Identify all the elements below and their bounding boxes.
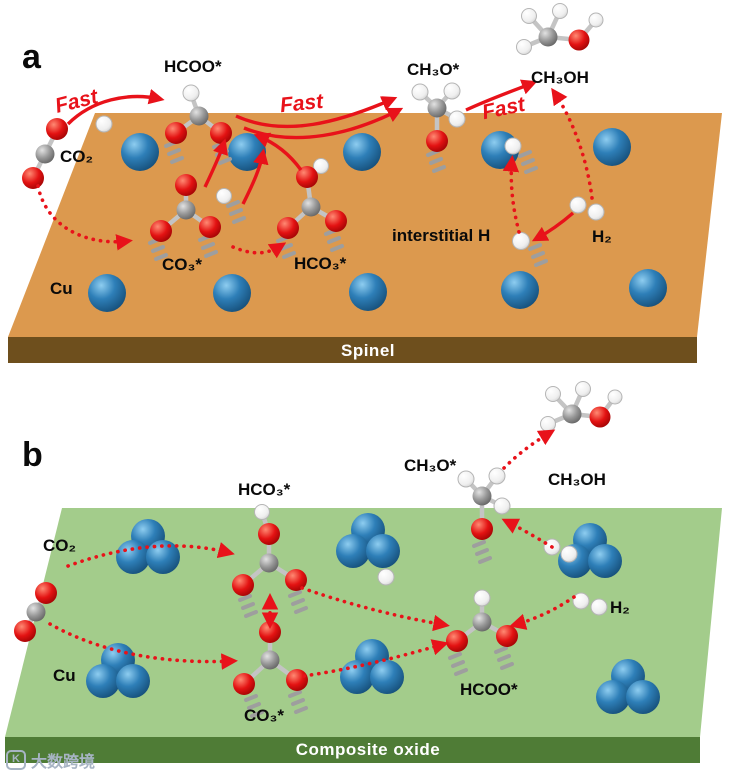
h-adatom-b1 bbox=[377, 568, 395, 586]
h2-molecule-b1 bbox=[543, 538, 578, 563]
arrow-co2-to-hco3-dotted bbox=[66, 542, 235, 568]
co2-molecule-a bbox=[22, 118, 68, 189]
ch3o-molecule-b bbox=[457, 467, 511, 564]
arrow-co2-to-co3-dotted bbox=[48, 622, 238, 670]
label-composite-oxide: Composite oxide bbox=[295, 740, 441, 759]
label-ch3oh-b: CH₃OH bbox=[548, 470, 606, 489]
label-cu-a: Cu bbox=[50, 279, 73, 298]
label-cu-b: Cu bbox=[53, 666, 76, 685]
arrow-interstitial-h-up-dotted bbox=[502, 155, 521, 234]
cu-cluster bbox=[596, 659, 660, 714]
panel-b-letter: b bbox=[22, 436, 43, 474]
panel-a-letter: a bbox=[22, 38, 41, 76]
label-co2-b: CO₂ bbox=[43, 536, 77, 555]
h-adatom-a3 bbox=[504, 137, 538, 174]
label-hco3-a: HCO₃* bbox=[294, 254, 347, 273]
label-hcoo-a: HCOO* bbox=[164, 57, 222, 76]
cu-atoms-a bbox=[88, 128, 667, 312]
reaction-arrows-b bbox=[48, 429, 576, 678]
h-adatom-a2 bbox=[216, 188, 246, 224]
arrow-co3-to-hcoo-1 bbox=[203, 138, 228, 188]
label-h2-a: H₂ bbox=[592, 227, 612, 246]
reaction-arrows-a bbox=[36, 79, 594, 259]
arrow-h2-to-ch3o-dotted bbox=[501, 518, 554, 549]
co3-molecule-b bbox=[233, 621, 308, 718]
label-h2-b: H₂ bbox=[610, 598, 630, 617]
interstitial-h-atom-a bbox=[512, 232, 548, 267]
label-ch3o-b: CH₃O* bbox=[404, 456, 457, 475]
arrow-hcoo-to-ch3o-1 bbox=[235, 96, 398, 129]
arrow-co2-to-hcoo bbox=[66, 89, 165, 126]
arrow-co3-to-hco3-dotted bbox=[231, 242, 287, 259]
co2-molecule-b bbox=[14, 582, 57, 642]
arrow-h2-to-ch3oh-dotted bbox=[551, 87, 594, 200]
cu-cluster bbox=[116, 519, 180, 574]
spinel-slab-top bbox=[8, 113, 722, 337]
h-adatom-a1 bbox=[95, 115, 113, 133]
ch3oh-molecule-a bbox=[516, 3, 604, 55]
label-ch3o-a: CH₃O* bbox=[407, 60, 460, 79]
arrow-co2-to-co3-dotted bbox=[36, 184, 133, 251]
hco3-molecule-b bbox=[232, 504, 308, 618]
spinel-slab-front bbox=[8, 337, 697, 363]
composite-slab-top bbox=[5, 508, 722, 737]
arrow-ch3o-to-ch3oh bbox=[465, 79, 538, 112]
hcoo-molecule-b bbox=[446, 589, 518, 676]
arrow-h2-to-hcoo-dotted bbox=[509, 595, 576, 630]
label-hco3-b: HCO₃* bbox=[238, 480, 291, 499]
panel-a-scene bbox=[8, 3, 722, 363]
watermark: K 大数跨境 bbox=[6, 748, 95, 772]
label-co3-b: CO₃* bbox=[244, 706, 284, 725]
arrow-co3-to-hcoo-dotted bbox=[302, 639, 449, 678]
cu-cluster bbox=[336, 513, 400, 568]
arrow-hco3-to-hcoo bbox=[253, 132, 303, 171]
label-interstitial-h-a: interstitial H bbox=[392, 226, 491, 245]
label-fast-2: Fast bbox=[278, 89, 325, 118]
h2-molecule-b2 bbox=[572, 592, 608, 616]
label-co3-a: CO₃* bbox=[162, 255, 202, 274]
h2-molecule-a bbox=[569, 196, 605, 221]
ch3o-molecule-a bbox=[411, 82, 466, 173]
arrow-h2-to-interstitial-h bbox=[531, 211, 575, 242]
watermark-text: 大数跨境 bbox=[30, 754, 95, 771]
co3-molecule-a bbox=[148, 174, 221, 261]
label-spinel: Spinel bbox=[340, 341, 395, 360]
hco3-molecule-a bbox=[276, 158, 347, 259]
cu-clusters-b bbox=[86, 513, 660, 714]
panel-b-scene bbox=[5, 381, 722, 763]
watermark-logo: K bbox=[6, 750, 26, 770]
arrow-hco3-to-hcoo-dotted bbox=[300, 586, 450, 632]
arrow-ch3o-to-ch3oh-dotted bbox=[502, 429, 556, 470]
ch3oh-molecule-b bbox=[540, 381, 623, 432]
hcoo-molecule-a bbox=[164, 84, 232, 165]
arrow-co3-to-hcoo-2 bbox=[241, 148, 269, 205]
label-ch3oh-a: CH₃OH bbox=[531, 68, 589, 87]
label-co2-a: CO₂ bbox=[60, 147, 94, 166]
composite-slab-front bbox=[5, 737, 700, 763]
label-hcoo-b: HCOO* bbox=[460, 680, 518, 699]
